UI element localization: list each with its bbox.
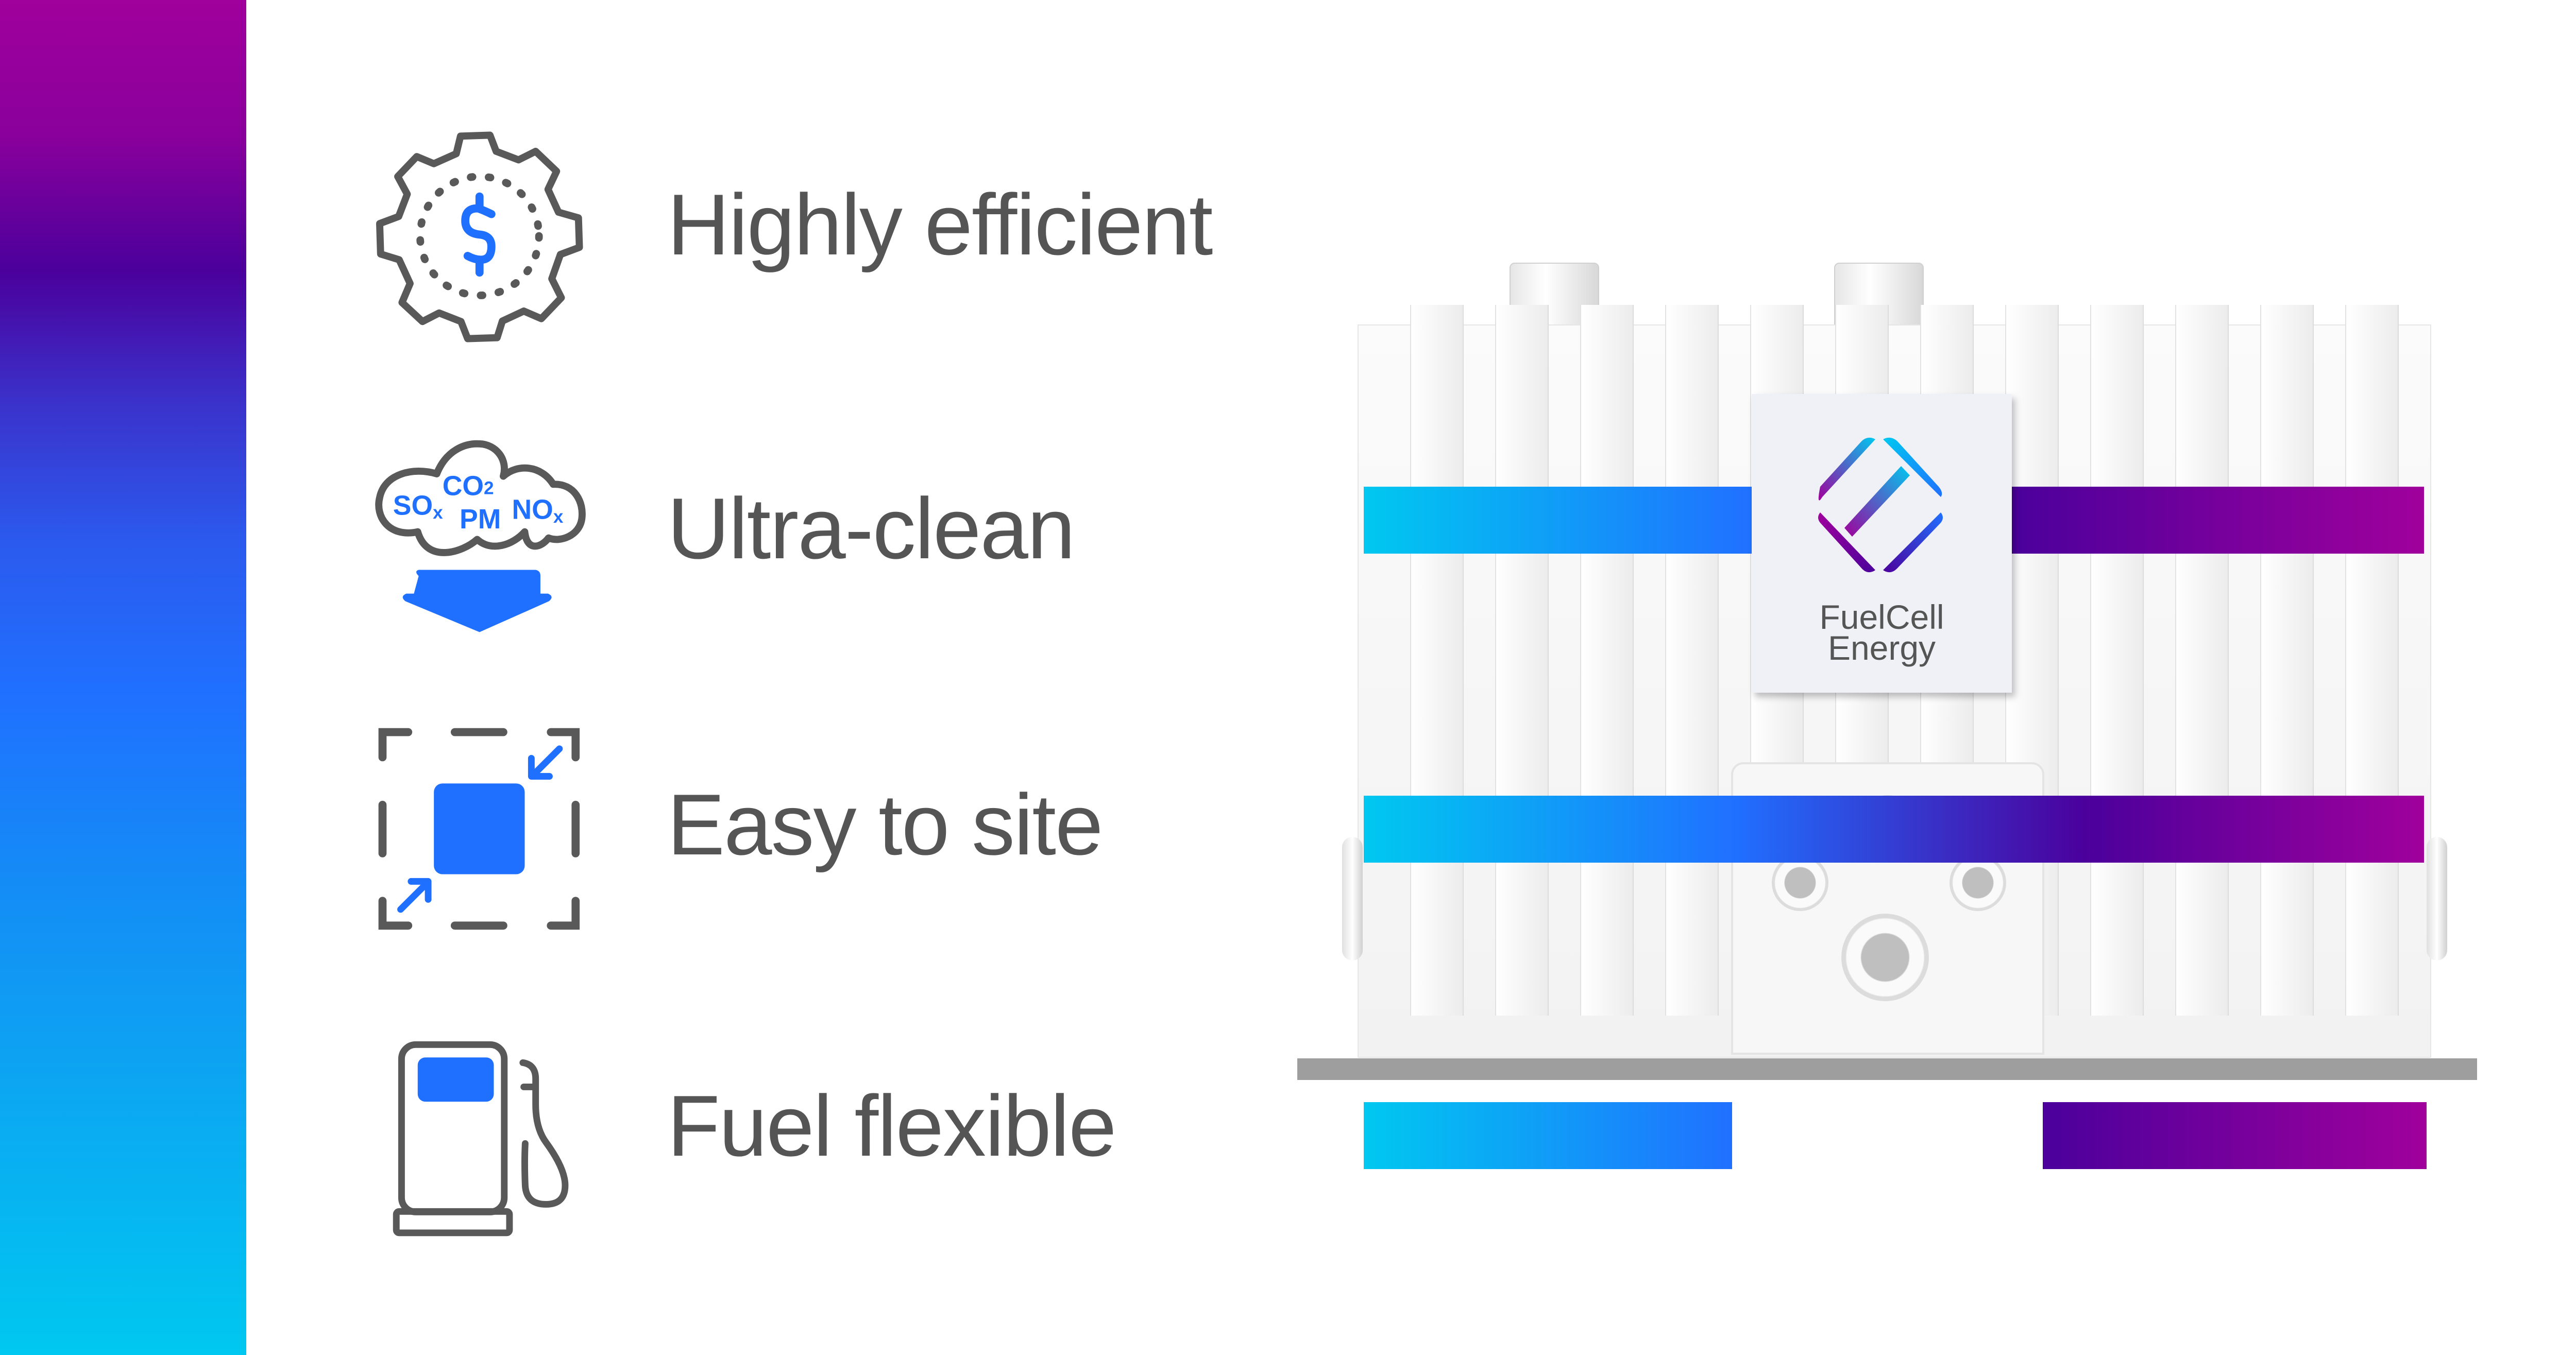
- feature-label: Highly efficient: [667, 176, 1213, 273]
- sox-label: SOx: [393, 490, 443, 522]
- feature-label: Fuel flexible: [667, 1077, 1116, 1174]
- nox-label: NOx: [512, 495, 564, 527]
- side-flange-right: [2427, 837, 2447, 960]
- feature-fuel-flexible: Fuel flexible: [361, 1009, 1391, 1257]
- feature-easy-to-site: Easy to site: [361, 711, 1391, 958]
- side-flange-left: [1342, 837, 1363, 960]
- feature-ultra-clean: SOx CO2 PM NOx Ultra-clean: [361, 412, 1391, 659]
- stripe-middle: [1364, 796, 2424, 863]
- stripe-top-right: [2012, 487, 2424, 554]
- ground-base: [1297, 1058, 2477, 1080]
- logo-text-line1: FuelCell: [1819, 598, 1944, 636]
- feature-highly-efficient: Highly efficient: [361, 113, 1391, 361]
- pm-label: PM: [460, 504, 501, 535]
- fuelcell-energy-logo-icon: [1818, 437, 1943, 573]
- gradient-sidebar: [0, 0, 246, 1355]
- feature-label: Easy to site: [667, 776, 1103, 873]
- logo-text-line2: Energy: [1827, 629, 1936, 667]
- co2-label: CO2: [443, 471, 494, 502]
- logo-panel: FuelCell Energy: [1752, 394, 2012, 693]
- fuel-cell-module-illustration: FuelCell Energy: [1288, 232, 2524, 1169]
- emissions-cloud-down-arrow-icon: SOx CO2 PM NOx: [375, 440, 586, 632]
- feature-label: Ultra-clean: [667, 480, 1075, 577]
- stripe-bottom-left: [1364, 1102, 1732, 1169]
- stripe-bottom-right: [2043, 1102, 2427, 1169]
- stripe-top-left: [1364, 487, 1753, 554]
- fuel-pump-icon: [393, 1041, 569, 1237]
- gear-dollar-icon: [376, 131, 583, 342]
- compact-footprint-icon: [378, 728, 580, 930]
